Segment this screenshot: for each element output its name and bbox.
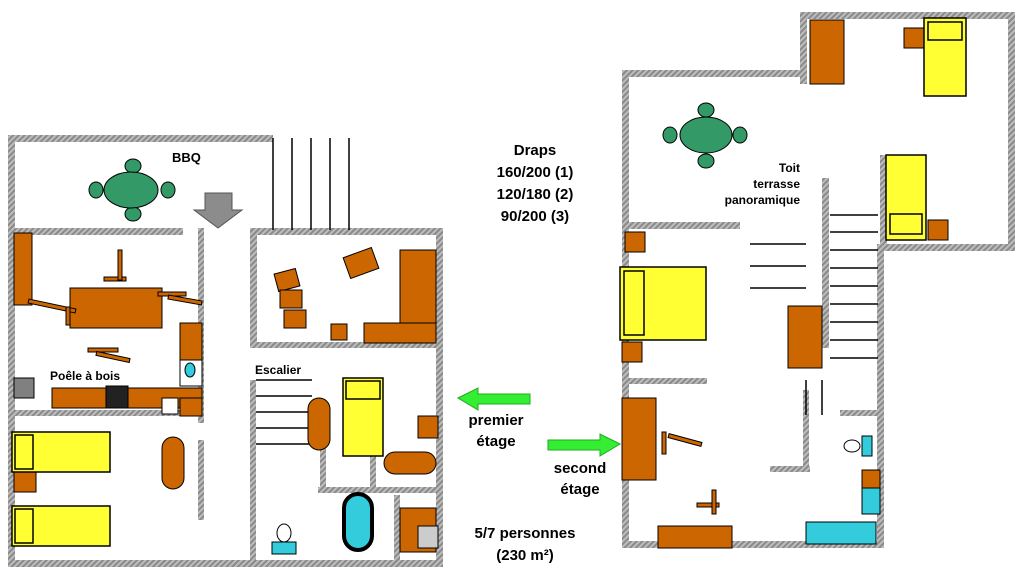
draps-line-3: 90/200 (3) [500,208,570,225]
sink-premier [417,525,439,549]
exterior-stair-lines [272,138,350,230]
toit-terrasse-label: Toit terrasse panoramique [690,160,800,208]
shower-tray [805,521,877,545]
draps-title: Draps [513,142,557,159]
premier-etage-beds [11,377,384,547]
poele-stove [105,385,129,409]
second-etage-arrow-icon [547,433,622,457]
second-line-2: étage [560,481,600,498]
toilet-second [843,439,861,453]
capacity-persons: 5/7 personnes [474,525,576,542]
toit-line-1: Toit [778,161,800,175]
escalier-stairs [256,379,312,445]
bathtub [342,492,374,552]
bbq-label: BBQ [172,150,201,165]
chairs [27,249,720,515]
second-line-1: second [553,460,607,477]
draps-line-1: 160/200 (1) [496,164,574,181]
washbasin-premier [271,541,297,555]
poele-label: Poêle à bois [50,369,121,383]
capacity-area: (230 m²) [496,547,554,564]
toilet-premier [276,523,292,543]
draps-line-2: 120/180 (2) [496,186,574,203]
outdoor-table [88,158,176,222]
second-etage-beds [619,17,967,341]
toit-line-3: panoramique [724,193,800,207]
premier-etage-label: premier étage [456,410,536,452]
oven [161,397,179,415]
second-etage-furniture [621,19,949,549]
premier-line-1: premier [468,412,524,429]
toit-line-2: terrasse [753,177,800,191]
draps-legend: Draps 160/200 (1) 120/180 (2) 90/200 (3) [470,140,600,228]
second-stairs [750,214,878,415]
terrace-table [662,102,748,169]
kitchen-sink-basin [184,362,196,378]
toilet-tank-second [861,435,873,457]
chimney [13,377,35,399]
premier-line-2: étage [476,433,516,450]
premier-etage-arrow-icon [456,387,531,411]
escalier-label: Escalier [255,363,302,377]
entrance-arrow-icon [192,192,244,229]
washbasin-second [861,487,881,515]
capacity-label: 5/7 personnes (230 m²) [455,523,595,567]
second-etage-label: second étage [540,458,620,500]
